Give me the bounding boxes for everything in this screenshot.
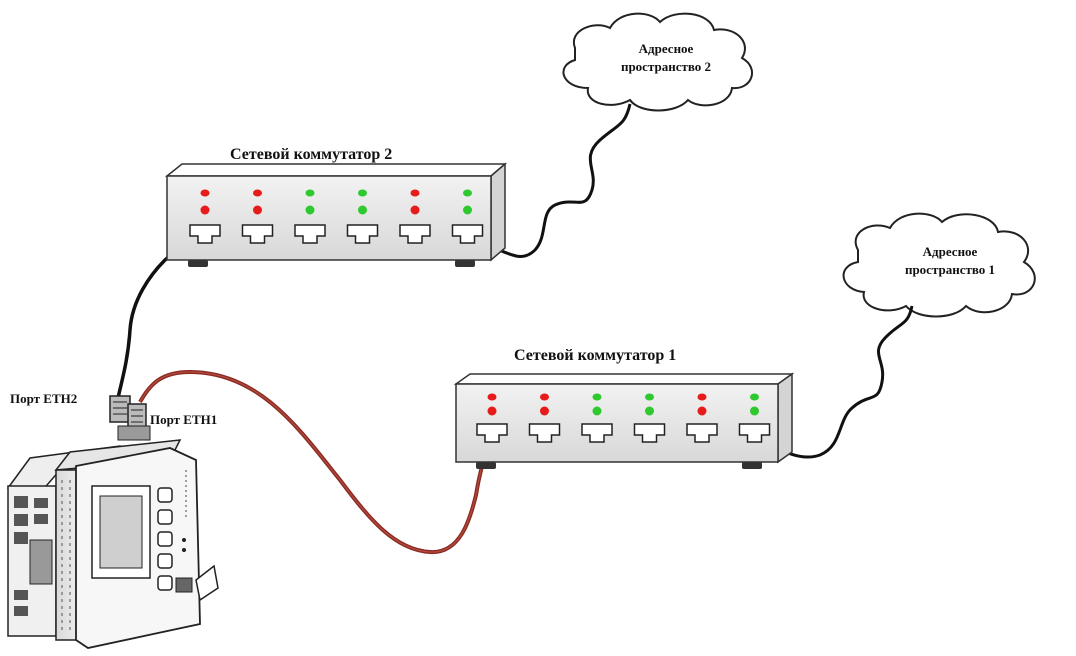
status-led-5-2 bbox=[697, 406, 707, 416]
ethernet-port-4 bbox=[633, 423, 666, 443]
ethernet-port-3 bbox=[294, 224, 326, 244]
ethernet-port-1 bbox=[189, 224, 221, 244]
status-led-3-1 bbox=[592, 393, 602, 401]
status-led-5-1 bbox=[410, 189, 420, 197]
network-switch-1 bbox=[453, 372, 795, 469]
status-led-4-1 bbox=[645, 393, 654, 401]
eth2-connector bbox=[109, 395, 131, 423]
network-switch-2 bbox=[164, 162, 508, 267]
status-led-3-2 bbox=[305, 205, 315, 215]
switch-2-title: Сетевой коммутатор 2 bbox=[230, 146, 393, 163]
status-led-5-1 bbox=[697, 393, 707, 401]
status-led-4-1 bbox=[358, 189, 367, 197]
status-led-4-2 bbox=[358, 205, 367, 215]
status-led-2-1 bbox=[253, 189, 262, 197]
switch-1-title: Сетевой коммутатор 1 bbox=[514, 347, 677, 364]
cloud-1-label-line1: Адресное bbox=[922, 244, 978, 259]
controller-device bbox=[6, 395, 219, 649]
cable-cloud2-to-switch2 bbox=[482, 103, 632, 258]
cloud-2-label-line1: Адресное bbox=[638, 41, 694, 56]
status-led-1-1 bbox=[487, 393, 497, 401]
cloud-1-label: Адресное пространство 1 bbox=[888, 243, 1012, 279]
status-led-6-2 bbox=[463, 205, 472, 215]
cloud-address-space-2 bbox=[562, 12, 753, 112]
ethernet-port-5 bbox=[399, 224, 431, 244]
status-led-3-2 bbox=[592, 406, 602, 416]
status-led-6-1 bbox=[750, 393, 759, 401]
eth1-connector bbox=[127, 403, 147, 429]
ethernet-port-2 bbox=[528, 423, 561, 443]
status-led-2-1 bbox=[540, 393, 549, 401]
status-led-2-2 bbox=[540, 406, 549, 416]
ethernet-port-3 bbox=[581, 423, 613, 443]
ethernet-port-5 bbox=[686, 423, 718, 443]
status-led-2-2 bbox=[253, 205, 262, 215]
status-led-4-2 bbox=[645, 406, 654, 416]
status-led-1-2 bbox=[200, 205, 210, 215]
cloud-address-space-1 bbox=[842, 212, 1036, 318]
cloud-2-label-line2: пространство 2 bbox=[620, 59, 712, 74]
status-led-6-1 bbox=[463, 189, 472, 197]
status-led-5-2 bbox=[410, 205, 420, 215]
ethernet-port-6 bbox=[451, 224, 484, 244]
ethernet-port-6 bbox=[738, 423, 771, 443]
status-led-1-1 bbox=[200, 189, 210, 197]
status-led-3-1 bbox=[305, 189, 315, 197]
ethernet-port-4 bbox=[346, 224, 379, 244]
cloud-2-label: Адресное пространство 2 bbox=[604, 40, 728, 76]
cable-eth1-to-switch1 bbox=[138, 369, 492, 555]
cable-cloud1-to-switch1 bbox=[757, 305, 914, 459]
ethernet-port-2 bbox=[241, 224, 274, 244]
status-led-1-2 bbox=[487, 406, 497, 416]
cloud-1-label-line2: пространство 1 bbox=[904, 262, 996, 277]
port-eth1-label: Порт ETH1 bbox=[150, 412, 218, 427]
ethernet-port-1 bbox=[476, 423, 508, 443]
port-eth2-label: Порт ETH2 bbox=[10, 391, 78, 406]
status-led-6-2 bbox=[750, 406, 759, 416]
